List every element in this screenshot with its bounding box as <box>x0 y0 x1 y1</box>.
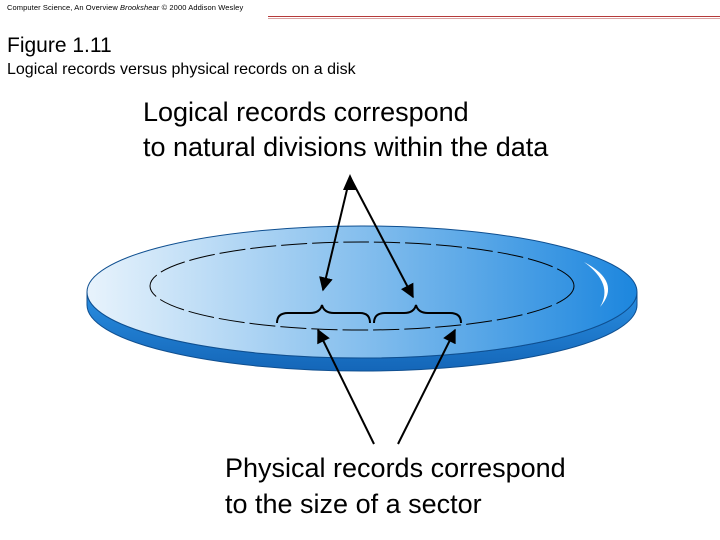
header-rule <box>268 16 720 19</box>
disk-highlight <box>584 262 609 307</box>
physical-label-line1: Physical records correspond <box>225 453 566 483</box>
figure-title: Figure 1.11 <box>7 34 112 57</box>
logical-arrow-right <box>349 176 414 299</box>
logical-record-brace-right <box>373 304 462 324</box>
header-text: Computer Science, An Overview Brookshear… <box>7 3 243 12</box>
header-prefix: Computer Science, An Overview <box>7 3 121 12</box>
physical-arrow-right <box>397 328 456 445</box>
logical-arrow-left <box>319 176 351 292</box>
logical-label-line1: Logical records correspond <box>143 97 469 127</box>
figure-caption: Logical records versus physical records … <box>7 61 356 78</box>
header-brand: Brookshear <box>120 3 160 12</box>
logical-label-line2: to natural divisions within the data <box>143 132 549 162</box>
logical-record-brace-left <box>276 304 371 324</box>
disk-top <box>86 225 638 359</box>
logical-arrow-apex <box>343 174 357 190</box>
disk-track <box>149 241 575 331</box>
physical-arrow-left <box>317 328 375 445</box>
physical-label-line2: to the size of a sector <box>225 489 482 519</box>
header-suffix: © 2000 Addison Wesley <box>159 3 244 12</box>
